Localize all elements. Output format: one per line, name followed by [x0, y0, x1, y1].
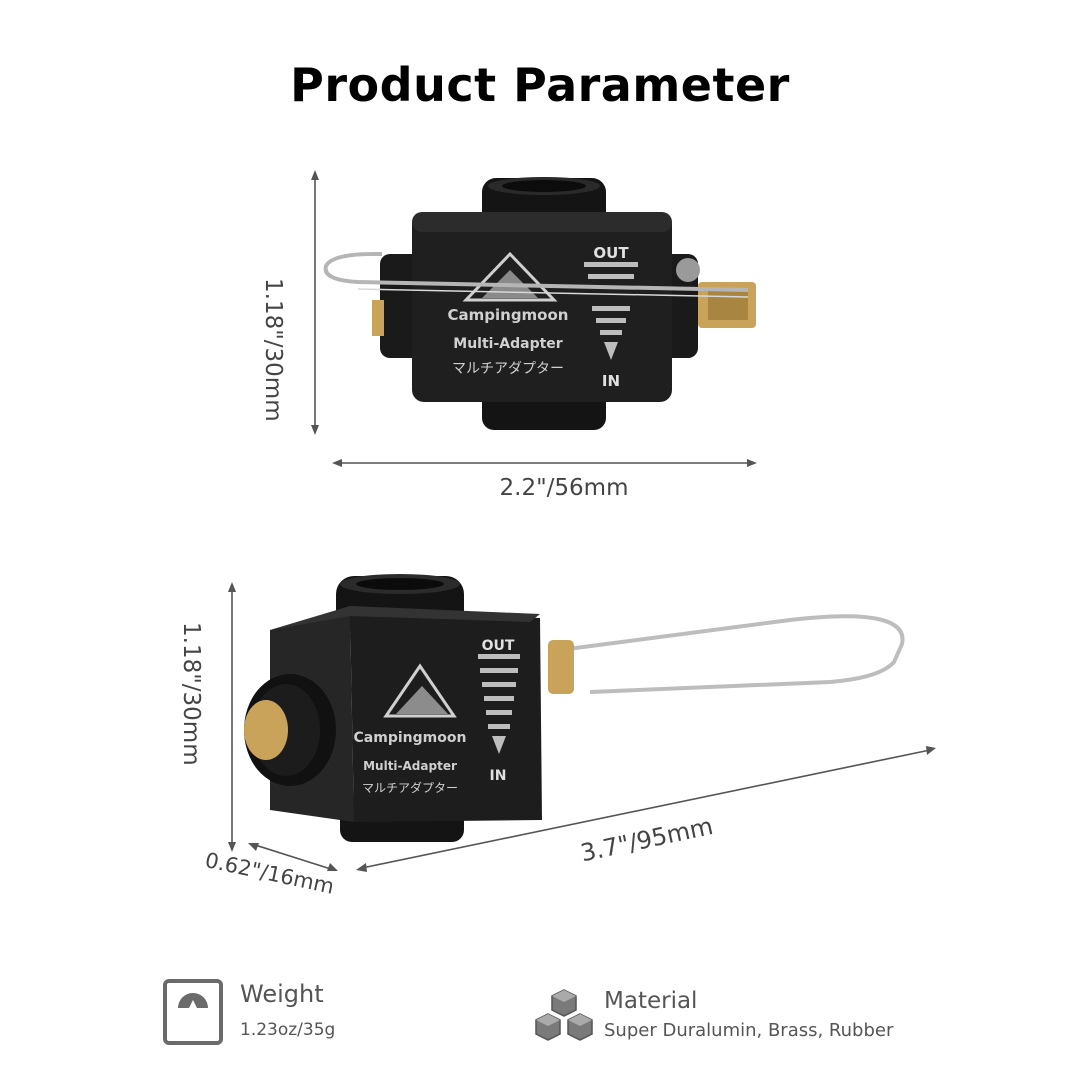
width-dimension-arrow: [332, 459, 757, 467]
product-front-image: Campingmoon Multi-Adapter マルチアダプター OUT I…: [323, 177, 756, 430]
angled-model-text: Multi-Adapter: [363, 759, 457, 773]
front-model-jp-text: マルチアダプター: [452, 361, 564, 377]
product-angled-image: Campingmoon Multi-Adapter マルチアダプター OUT I…: [244, 574, 905, 842]
cubes-icon: [535, 989, 593, 1041]
front-model-text: Multi-Adapter: [453, 336, 563, 352]
height-dimension-arrow: [311, 170, 319, 435]
spec-material: Material Super Duralumin, Brass, Rubber: [532, 988, 952, 1048]
angled-height-label: 1.18"/30mm: [178, 622, 204, 766]
weight-value: 1.23oz/35g: [240, 1020, 336, 1040]
angled-in-text: IN: [490, 768, 507, 784]
front-view: 1.18"/30mm Campingmoon Mu: [0, 0, 1080, 520]
angled-view: 1.18"/30mm Campingmoon Mu: [0, 540, 1080, 920]
angled-model-jp-text: マルチアダプター: [362, 780, 458, 795]
front-out-text: OUT: [593, 244, 629, 262]
angled-brand-text: Campingmoon: [354, 730, 467, 746]
length-dimension-arrow: [356, 746, 936, 872]
page-title: Product Parameter: [290, 58, 790, 112]
scale-icon: [163, 979, 223, 1045]
front-height-label: 1.18"/30mm: [260, 278, 286, 422]
spec-weight: Weight 1.23oz/35g: [162, 978, 482, 1048]
depth-dimension-arrow: [248, 843, 338, 871]
front-in-text: IN: [602, 372, 620, 390]
front-width-label: 2.2"/56mm: [499, 475, 629, 501]
front-brand-text: Campingmoon: [448, 306, 569, 324]
material-title: Material: [604, 988, 698, 1014]
angled-out-text: OUT: [482, 638, 515, 654]
angled-height-dimension-arrow: [228, 582, 236, 852]
material-value: Super Duralumin, Brass, Rubber: [604, 1020, 894, 1041]
weight-title: Weight: [240, 980, 324, 1008]
